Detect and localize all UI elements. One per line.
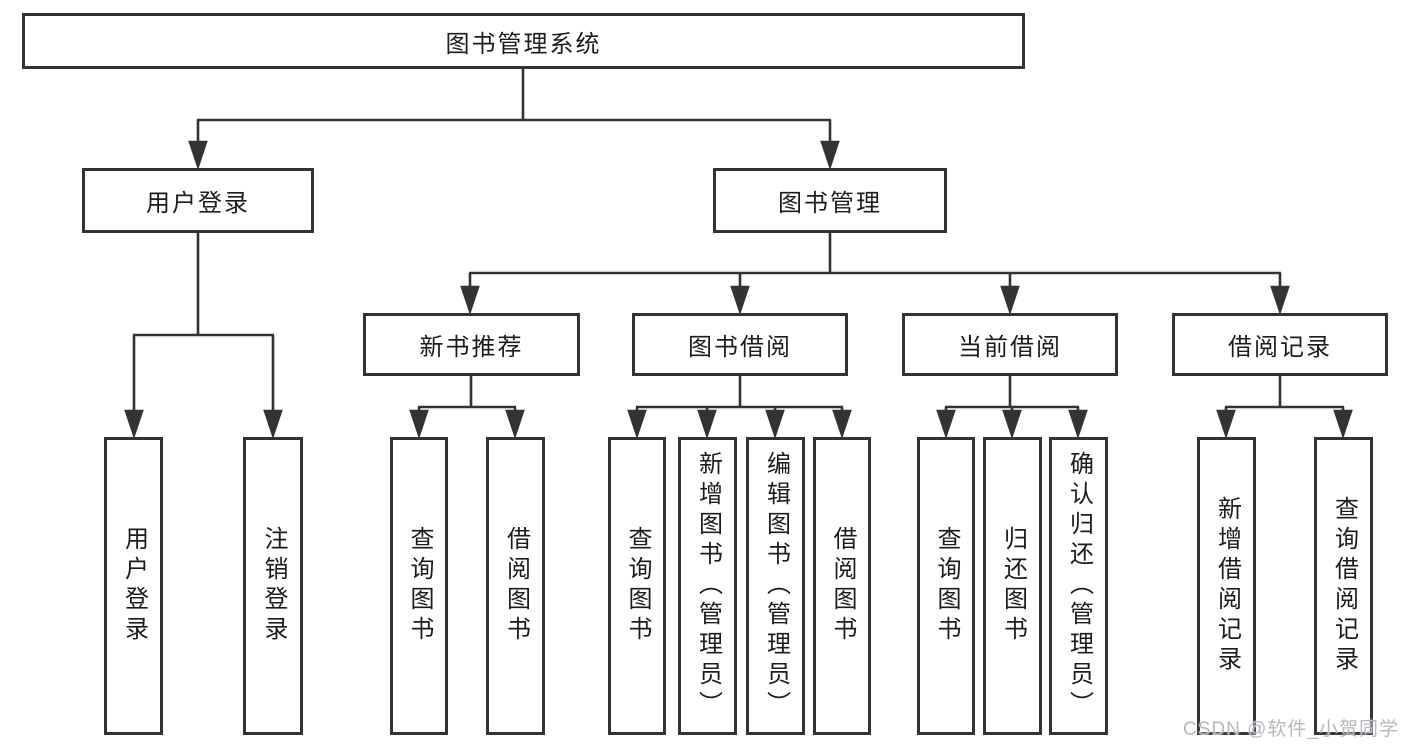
leaf-label: 注销登录: [260, 526, 287, 646]
node-current-borrowing: 当前借阅: [902, 313, 1118, 376]
leaf-label: 编辑图书（管理员）: [762, 451, 790, 721]
csdn-watermark: CSDN @软件_小贺同学: [1183, 719, 1399, 740]
node-borrowing-records: 借阅记录: [1172, 313, 1388, 376]
leaf-nbr-borrow-books: 借阅图书: [486, 437, 545, 735]
node-label: 当前借阅: [958, 334, 1062, 361]
node-label: 借阅记录: [1228, 334, 1332, 361]
edge-br-to-leaves: [1216, 376, 1353, 440]
leaf-logout: 注销登录: [243, 437, 303, 735]
leaf-label: 借阅图书: [829, 526, 856, 646]
leaf-label: 新增借阅记录: [1213, 496, 1241, 676]
leaf-bb-query-books: 查询图书: [608, 437, 666, 735]
node-label: 图书借阅: [688, 334, 792, 361]
edge-mgmt-to-level3: [460, 233, 1290, 316]
node-label: 图书管理系统: [445, 30, 602, 58]
edge-login-to-leaves: [124, 233, 283, 440]
node-new-book-recommendation: 新书推荐: [363, 313, 580, 376]
leaf-cb-return-books: 归还图书: [983, 437, 1042, 735]
leaf-label: 确认归还（管理员）: [1065, 451, 1093, 721]
node-label: 用户登录: [146, 190, 250, 217]
leaf-label: 借阅图书: [502, 526, 530, 646]
node-label: 新书推荐: [419, 334, 524, 361]
leaf-label: 查询借阅记录: [1330, 496, 1358, 676]
leaf-label: 查询图书: [933, 526, 960, 646]
edge-bb-to-leaves: [627, 376, 852, 440]
leaf-label: 新增图书（管理员）: [694, 451, 722, 721]
node-book-management: 图书管理: [713, 168, 947, 233]
leaf-bb-borrow-books: 借阅图书: [813, 437, 871, 735]
leaf-label: 用户登录: [120, 526, 148, 646]
edge-nbr-to-leaves: [409, 376, 525, 440]
node-book-borrowing: 图书借阅: [632, 313, 848, 376]
leaf-br-query-borrow-record: 查询借阅记录: [1314, 437, 1373, 735]
leaf-label: 归还图书: [999, 526, 1027, 646]
leaf-nbr-query-books: 查询图书: [390, 437, 448, 735]
node-library-management-system: 图书管理系统: [22, 13, 1025, 69]
leaf-cb-confirm-return-admin: 确认归还（管理员）: [1049, 437, 1108, 735]
leaf-user-login: 用户登录: [104, 437, 163, 735]
edge-root-to-level2: [188, 69, 840, 171]
leaf-cb-query-books: 查询图书: [917, 437, 975, 735]
node-user-login: 用户登录: [82, 168, 314, 233]
leaf-br-add-borrow-record: 新增借阅记录: [1197, 437, 1256, 735]
leaf-bb-add-books-admin: 新增图书（管理员）: [678, 437, 737, 735]
leaf-bb-edit-books-admin: 编辑图书（管理员）: [746, 437, 805, 735]
edge-cb-to-leaves: [936, 376, 1088, 440]
node-label: 图书管理: [778, 190, 882, 217]
leaf-label: 查询图书: [624, 526, 651, 646]
leaf-label: 查询图书: [406, 526, 433, 646]
